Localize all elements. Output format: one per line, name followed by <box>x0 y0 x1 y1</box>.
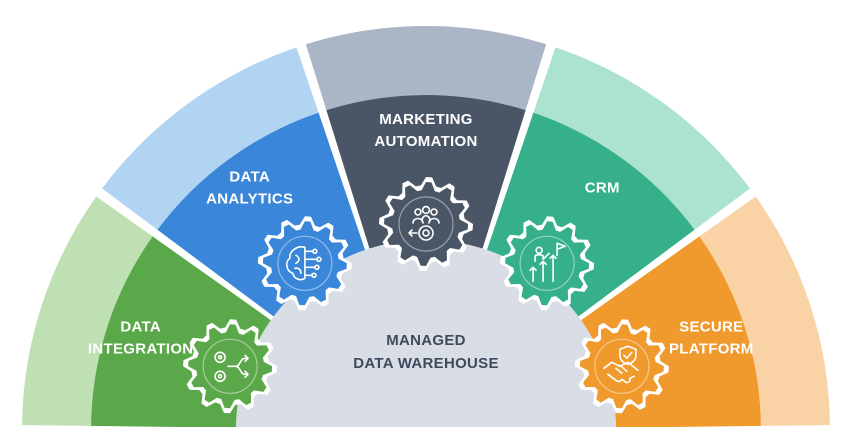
center-title-line1: MANAGED <box>386 332 466 349</box>
segment-outer-band-secure-platform <box>699 196 830 426</box>
growth-flag-icon <box>500 216 595 311</box>
secure-handshake-icon <box>574 319 669 414</box>
segment-title-crm-line1: CRM <box>585 179 620 196</box>
segment-title-marketing-automation-line2: AUTOMATION <box>374 133 477 150</box>
segment-title-data-analytics-line1: DATA <box>229 168 270 185</box>
segment-title-secure-platform-line2: PLATFORM <box>669 340 754 357</box>
segment-title-marketing-automation-line1: MARKETING <box>379 111 473 128</box>
segment-outer-band-crm <box>533 47 750 230</box>
center-title-line2: DATA WAREHOUSE <box>353 355 499 372</box>
segment-title-data-integration-line1: DATA <box>120 318 161 335</box>
segment-outer-band-data-integration <box>22 196 153 426</box>
brain-circuit-icon <box>257 216 352 311</box>
segment-title-data-integration-line2: INTEGRATION <box>88 340 194 357</box>
segment-title-secure-platform-line1: SECURE <box>679 318 743 335</box>
segment-title-data-analytics-line2: ANALYTICS <box>206 190 293 207</box>
gears-flow-icon <box>183 319 278 414</box>
segment-marketing-automation <box>326 95 526 249</box>
audience-target-icon <box>379 177 473 271</box>
segment-outer-band-data-analytics <box>102 47 319 230</box>
segment-outer-band-marketing-automation <box>305 26 547 111</box>
